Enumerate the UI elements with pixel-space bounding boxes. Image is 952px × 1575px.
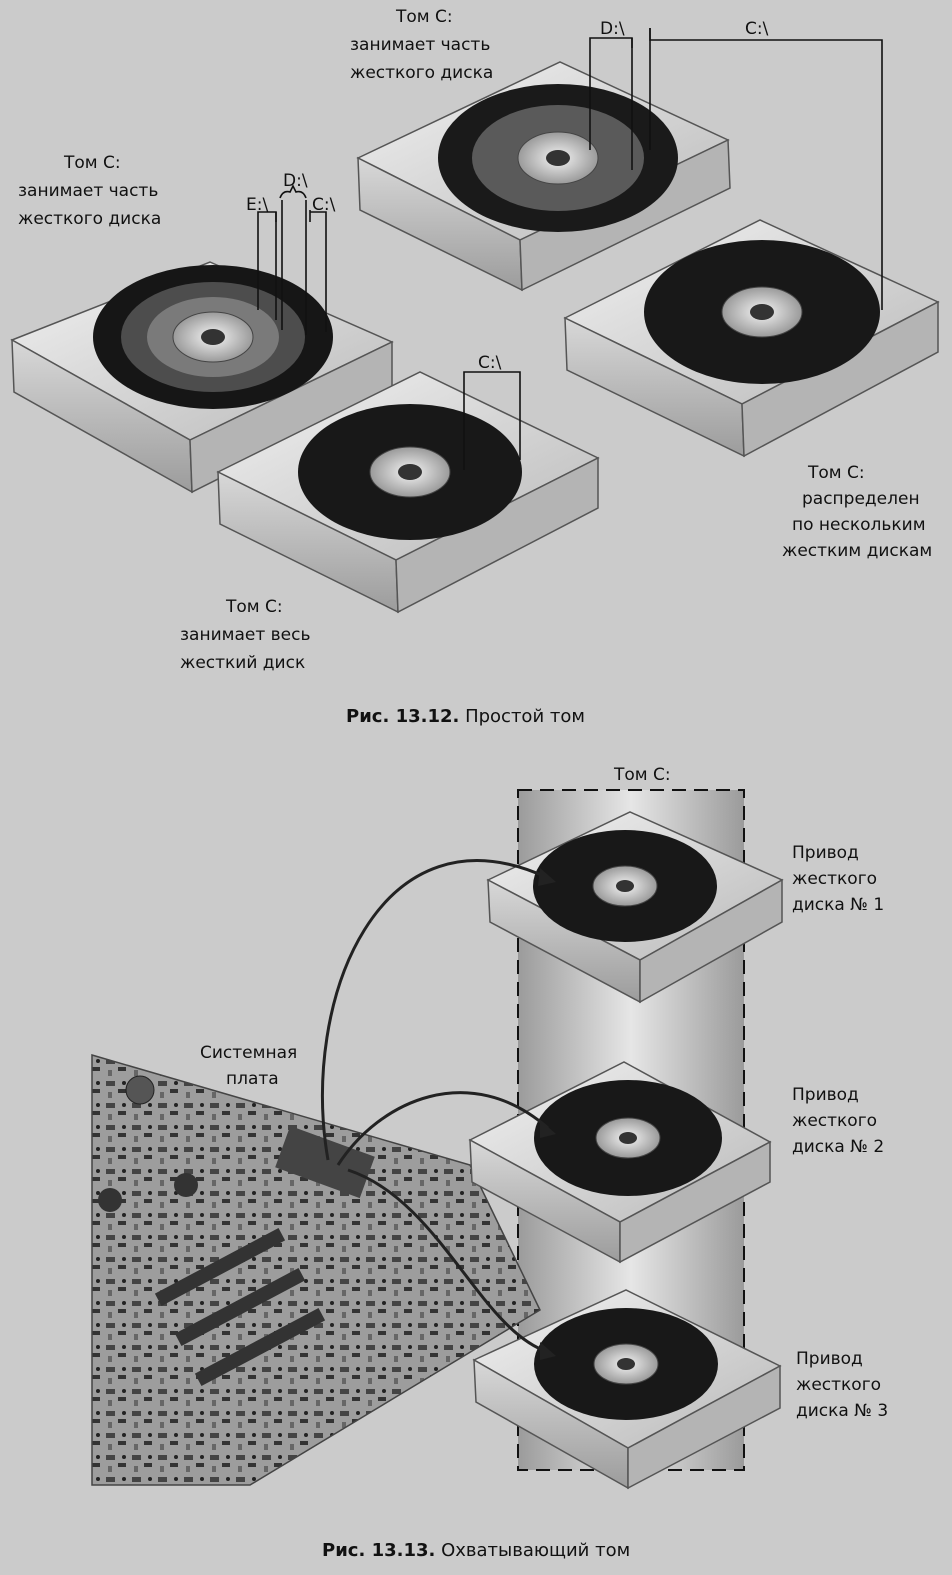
partition-label-c-top: C:\ [745,19,769,39]
motherboard-label: Системная плата [200,1043,297,1089]
motherboard-label-line2: плата [226,1069,279,1089]
label-right: Том С: распределен по нескольким жестким… [782,463,932,561]
label-bottom: Том С: занимает весь жесткий диск [180,597,310,673]
figure1-caption-number: Рис. 13.12. [346,706,459,727]
hard-drive-1 [486,811,784,1004]
drive-1-label-line3: диска № 1 [792,895,884,915]
label-left-line3: жесткого диска [18,209,161,229]
label-right-line4: жестким дискам [782,541,932,561]
drive-3-label: Привод жесткого диска № 3 [796,1349,888,1421]
label-right-line2: распределен [802,489,920,509]
figure2-caption-number: Рис. 13.13. [322,1540,435,1561]
label-top-line2: занимает часть [350,35,490,55]
label-top-line1: Том С: [395,7,453,27]
label-top-line3: жесткого диска [350,63,493,83]
label-right-line1: Том С: [807,463,865,483]
label-left-line1: Том С: [63,153,121,173]
partition-brackets [257,28,883,470]
figure1-caption: Рис. 13.12. Простой том [346,706,585,727]
drive-3-label-line1: Привод [796,1349,863,1369]
cables [321,859,549,1354]
label-top: Том С: занимает часть жесткого диска [350,7,493,83]
drive-2-label: Привод жесткого диска № 2 [792,1085,884,1157]
hard-drive-top [356,61,731,292]
motherboard [91,1054,541,1486]
hard-drive-left [10,261,394,494]
drive-2-label-line2: жесткого [792,1111,877,1131]
drive-2-label-line3: диска № 2 [792,1137,884,1157]
partition-labels: E:\ D:\ C:\ D:\ C:\ C:\ [246,19,769,373]
partition-label-e: E:\ [246,195,268,215]
drive-1-label: Привод жесткого диска № 1 [792,843,884,915]
partition-label-d-left: D:\ [283,171,308,191]
volume-label: Том С: [613,765,671,785]
partition-label-d-top: D:\ [600,19,625,39]
label-left-line2: занимает часть [18,181,158,201]
drive-1-label-line1: Привод [792,843,859,863]
label-right-line3: по нескольким [792,515,926,535]
hard-drive-bottom [216,371,600,614]
hard-drive-2 [468,1061,772,1264]
cable-arrowheads [538,868,556,1360]
partition-label-c-bottom: C:\ [478,353,502,373]
hard-drive-3 [472,1289,782,1490]
drive-2-label-line1: Привод [792,1085,859,1105]
hard-drive-right [563,219,940,458]
figure2-caption: Рис. 13.13. Охватывающий том [322,1540,630,1561]
partition-label-c-left: C:\ [312,195,336,215]
drive-3-label-line2: жесткого [796,1375,881,1395]
drive-1-label-line2: жесткого [792,869,877,889]
figure1-caption-text: Простой том [459,706,585,727]
label-bottom-line3: жесткий диск [180,653,305,673]
figure2-caption-text: Охватывающий том [435,1540,630,1561]
drive-3-label-line3: диска № 3 [796,1401,888,1421]
label-bottom-line2: занимает весь [180,625,310,645]
motherboard-label-line1: Системная [200,1043,297,1063]
label-bottom-line1: Том С: [225,597,283,617]
label-left: Том С: занимает часть жесткого диска [18,153,161,229]
